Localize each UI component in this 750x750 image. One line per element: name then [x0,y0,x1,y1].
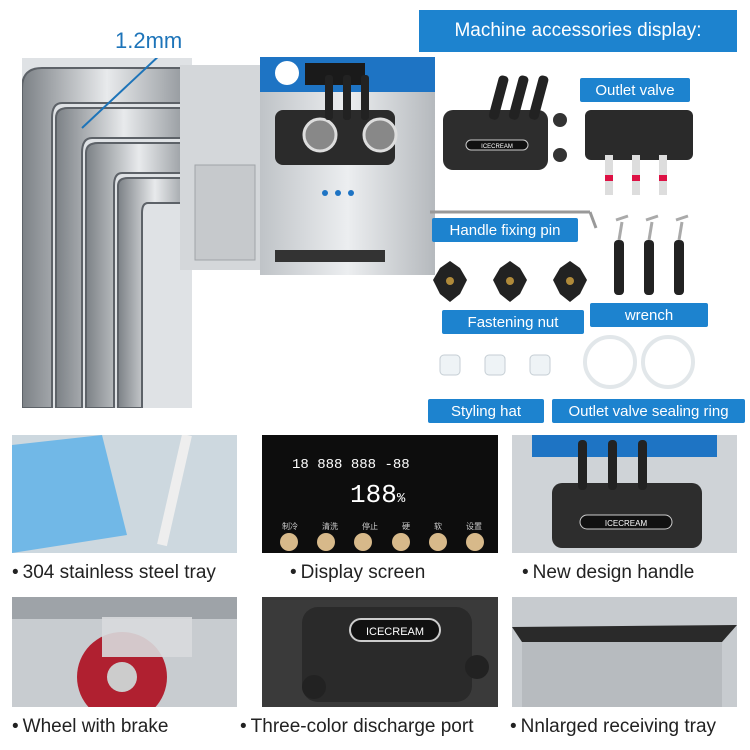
caption-display-screen: Display screen [290,562,426,584]
sealing-rings-image [583,335,695,389]
display-digits-mid: 888 [317,457,343,473]
panel-steel-tray [12,435,237,553]
label-styling-hat: Styling hat [428,399,544,423]
label-fastening-nut: Fastening nut [442,310,584,334]
panel-receiving-tray [512,597,737,707]
styling-hats-image [439,354,551,376]
steel-profile-image [22,58,192,408]
label-wrench: wrench [590,303,708,327]
panel-wheel [12,597,237,707]
btn-icon-5 [428,533,447,551]
handle-assembly-image: ICECREAM [443,75,567,170]
fixing-pin-image [430,210,598,229]
display-digits-left: 18 [292,457,309,473]
display-digits-right: 888 [350,457,377,473]
display-temp: -88 [384,457,410,473]
display-percent: 188% [350,480,406,510]
caption-new-handle: New design handle [522,562,695,584]
new-handle-image: ICECREAM [532,435,717,548]
wrench-image [614,214,689,295]
panel-handle-brand-text: ICECREAM [605,519,648,528]
display-btn-6: 设置 [466,522,482,531]
caption-wheel: Wheel with brake [12,716,169,738]
caption-steel-tray: 304 stainless steel tray [12,562,216,584]
panel-port-brand-text: ICECREAM [366,626,424,638]
discharge-port-image: ICECREAM [302,607,489,702]
display-btn-2: 清洗 [322,522,338,531]
steel-tray-image [12,435,237,553]
accessories-header: Machine accessories display: [419,10,737,52]
btn-icon-2 [317,533,336,551]
btn-icon-6 [465,533,484,551]
panel-display-screen: 18 888 888 -88 188% 制冷 清洗 停止 硬 软 设置 [262,435,498,553]
wheel-image [12,597,237,707]
panel-new-handle: ICECREAM [512,435,737,553]
caption-discharge-port: Three-color discharge port [240,716,474,738]
label-handle-fixing-pin: Handle fixing pin [432,218,578,242]
panel-discharge-port: ICECREAM [262,597,498,707]
display-btn-1: 制冷 [282,522,298,531]
btn-icon-1 [280,533,298,551]
thickness-label: 1.2mm [115,28,183,53]
handle-brand-text: ICECREAM [481,144,513,150]
outlet-valve-image [585,110,693,195]
receiving-tray-image [512,597,737,707]
btn-icon-3 [354,533,373,551]
display-btn-5: 软 [434,522,442,531]
btn-icon-4 [391,533,410,551]
fastening-nuts-image [433,261,587,302]
label-sealing-ring: Outlet valve sealing ring [552,399,745,423]
display-btn-3: 停止 [362,522,378,531]
ice-cream-machine-image [180,57,435,275]
caption-receiving-tray: Nnlarged receiving tray [510,716,716,738]
label-outlet-valve: Outlet valve [580,78,690,102]
display-btn-4: 硬 [402,522,410,531]
